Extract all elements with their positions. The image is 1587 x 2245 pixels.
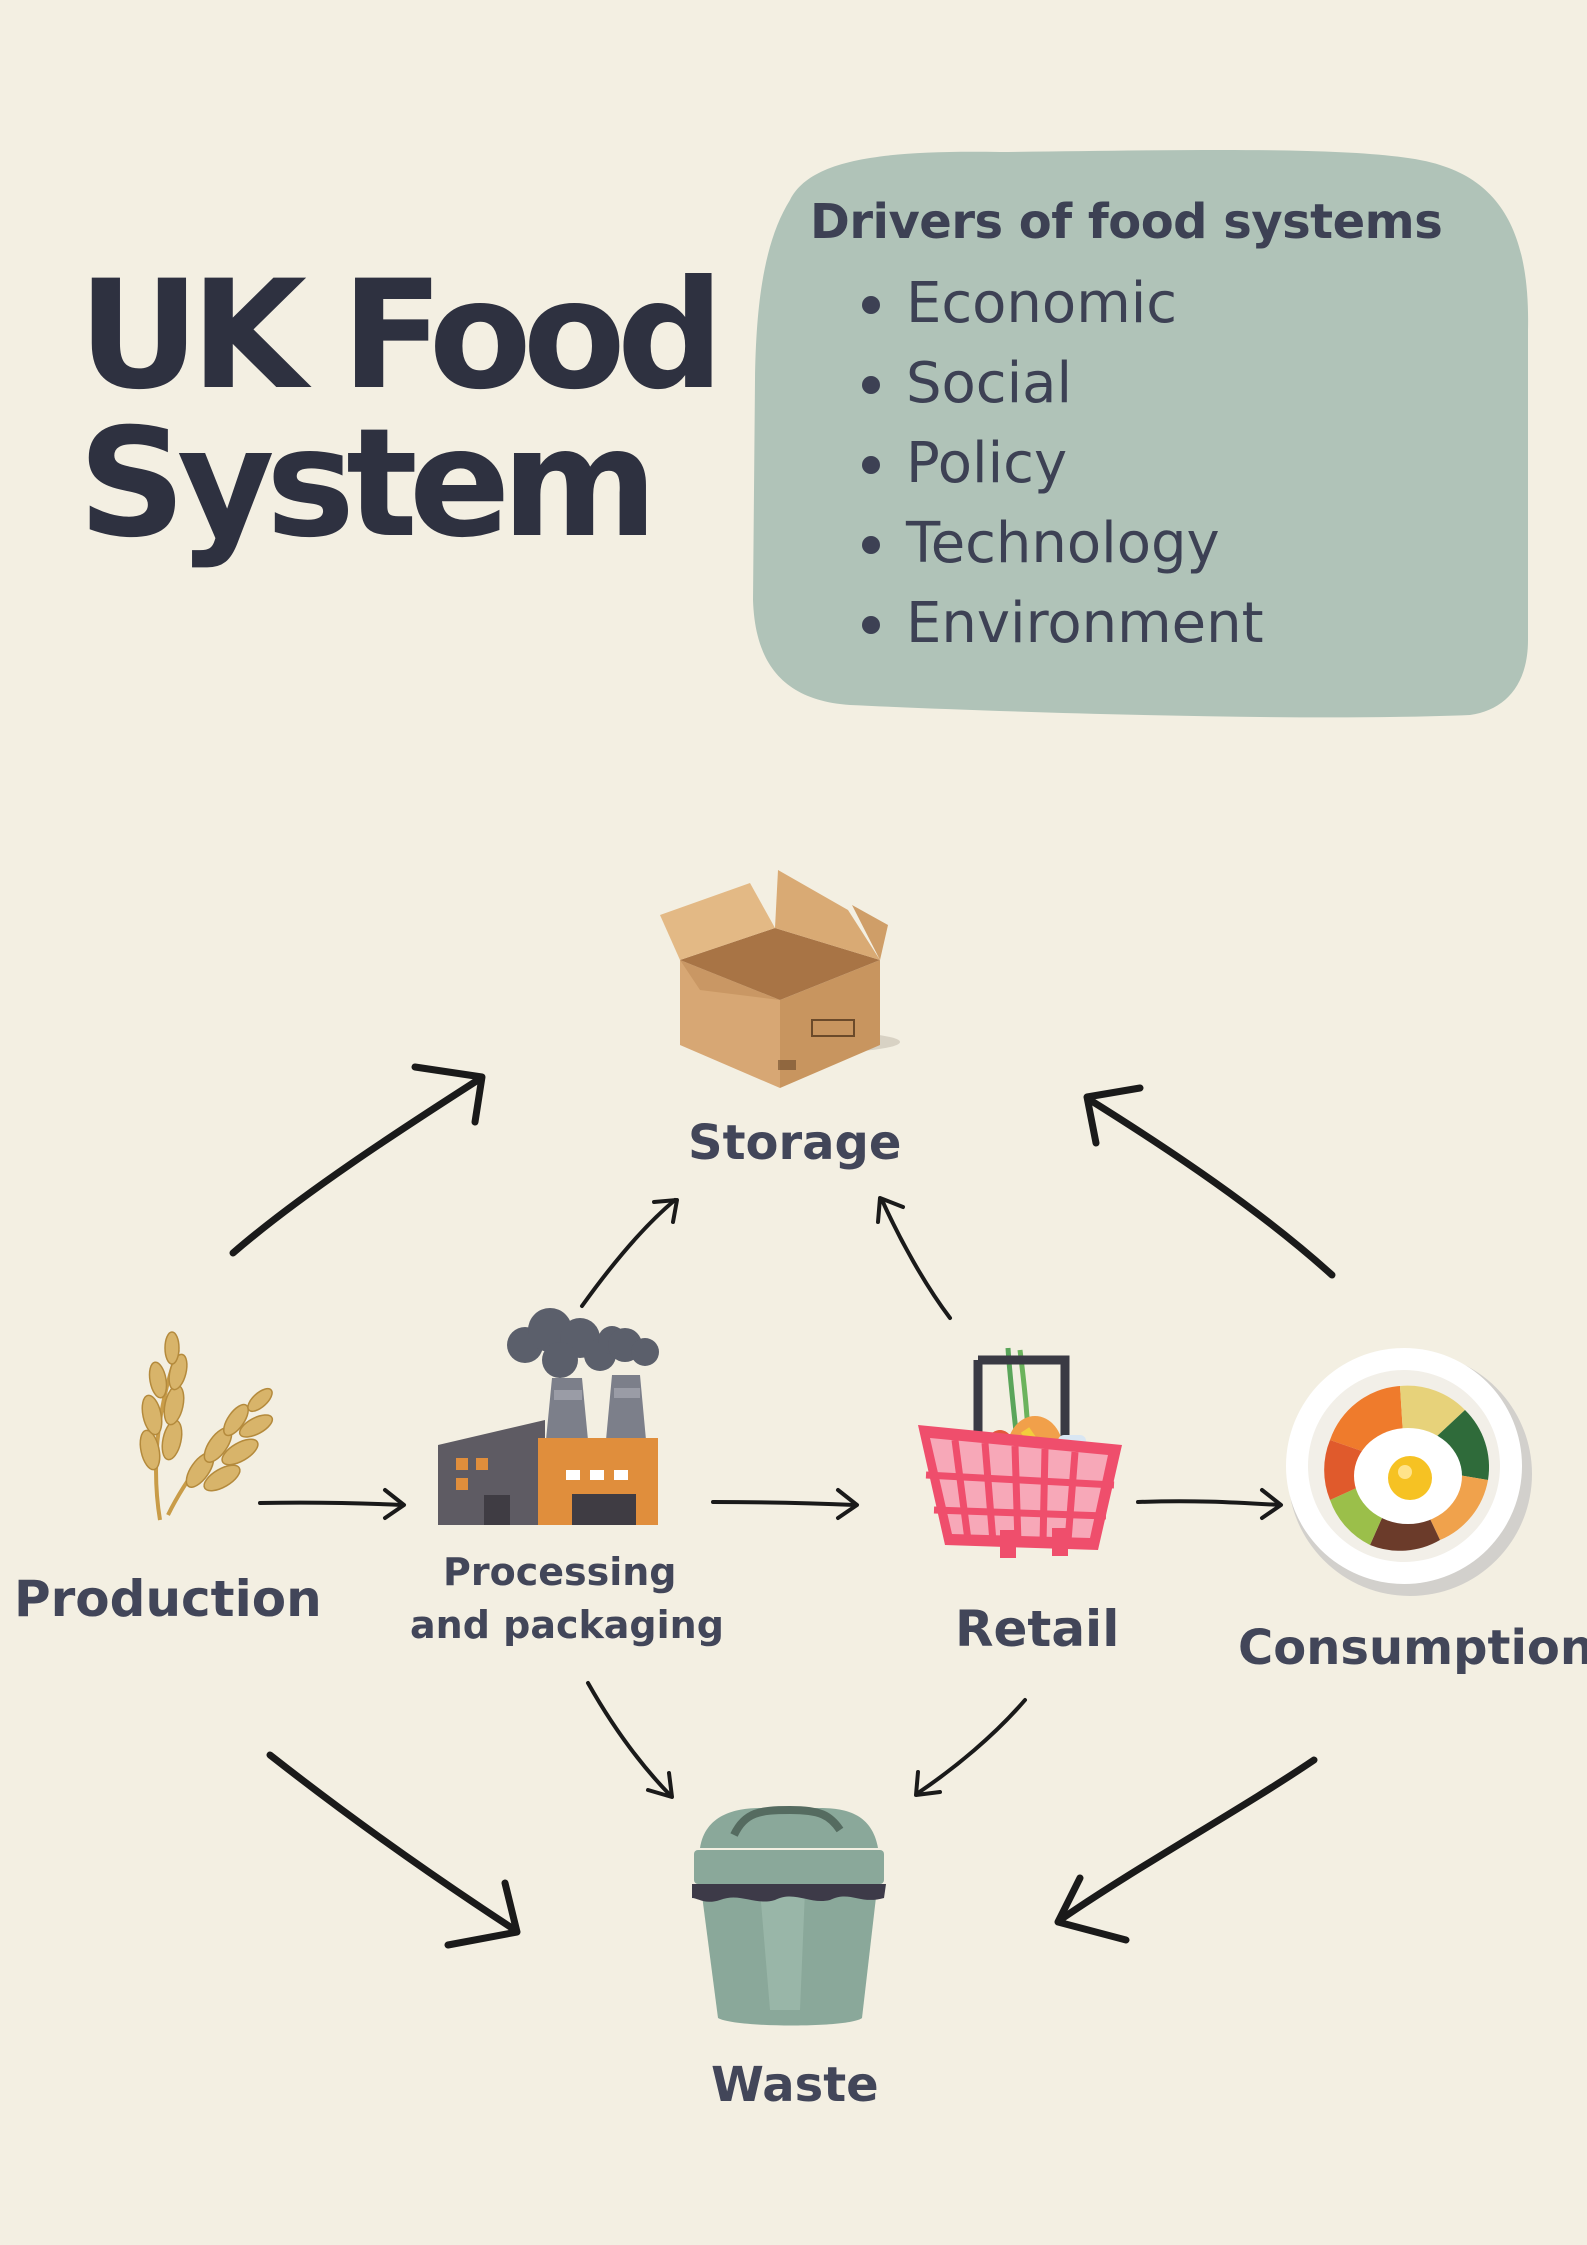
arrow-consumption-to-waste — [1056, 1756, 1318, 1924]
title-line-1: UK Food — [78, 249, 724, 423]
driver-label: Policy — [906, 431, 1068, 496]
driver-label: Technology — [906, 511, 1220, 576]
arrowhead-processing-to-storage — [652, 1198, 679, 1224]
arrow-production-to-processing — [258, 1500, 404, 1507]
food-bowl-icon — [1286, 1348, 1532, 1596]
arrowhead-production-to-waste — [444, 1879, 521, 1949]
storage-label: Storage — [688, 1115, 902, 1171]
page-title: UK Food System — [78, 249, 724, 571]
shopping-basket-icon — [918, 1347, 1122, 1558]
driver-item: Environment — [810, 584, 1442, 664]
title-line-2: System — [78, 397, 658, 571]
arrowhead-processing-to-retail — [836, 1488, 859, 1520]
cardboard-box-icon — [660, 870, 900, 1088]
arrow-processing-to-storage — [580, 1198, 677, 1308]
arrowhead-production-to-storage — [411, 1063, 486, 1126]
arrowhead-consumption-to-storage — [1083, 1084, 1144, 1147]
drivers-list: Economic Social Policy Technology Enviro… — [810, 264, 1442, 664]
arrow-production-to-waste — [266, 1751, 519, 1934]
wheat-icon — [139, 1331, 274, 1521]
driver-label: Environment — [906, 591, 1264, 656]
processing-label-line-2: and packaging — [410, 1603, 724, 1647]
arrow-processing-to-retail — [711, 1500, 857, 1507]
bullet-icon — [862, 376, 880, 394]
bullet-icon — [862, 616, 880, 634]
driver-label: Economic — [906, 271, 1178, 336]
driver-item: Technology — [810, 504, 1442, 584]
drivers-panel: Drivers of food systems Economic Social … — [810, 192, 1443, 664]
waste-label: Waste — [711, 2057, 879, 2113]
arrowhead-retail-to-consumption — [1260, 1488, 1283, 1520]
arrow-retail-to-storage — [880, 1198, 952, 1320]
processing-label-line-1: Processing — [443, 1550, 677, 1594]
drivers-heading: Drivers of food systems — [810, 194, 1443, 250]
bullet-icon — [862, 536, 880, 554]
arrowhead-production-to-processing — [383, 1488, 406, 1520]
production-label: Production — [14, 1570, 322, 1628]
arrowhead-processing-to-waste — [646, 1771, 674, 1799]
arrow-processing-to-waste — [586, 1681, 672, 1797]
retail-label: Retail — [955, 1600, 1120, 1658]
arrowhead-consumption-to-waste — [1054, 1874, 1130, 1944]
bullet-icon — [862, 456, 880, 474]
driver-label: Social — [906, 351, 1073, 416]
driver-item: Economic — [810, 264, 1442, 344]
driver-item: Policy — [810, 424, 1442, 504]
bullet-icon — [862, 296, 880, 314]
arrowhead-retail-to-storage — [876, 1196, 905, 1224]
arrow-consumption-to-storage — [1086, 1096, 1336, 1279]
flow-arrows — [229, 1063, 1336, 1949]
arrowhead-retail-to-waste — [914, 1770, 942, 1797]
consumption-label: Consumption — [1238, 1620, 1587, 1676]
arrow-retail-to-waste — [916, 1698, 1027, 1795]
trash-bin-icon — [692, 1805, 886, 2026]
factory-icon — [438, 1308, 659, 1525]
driver-item: Social — [810, 344, 1442, 424]
arrow-production-to-storage — [229, 1076, 482, 1257]
arrow-retail-to-consumption — [1136, 1499, 1282, 1507]
